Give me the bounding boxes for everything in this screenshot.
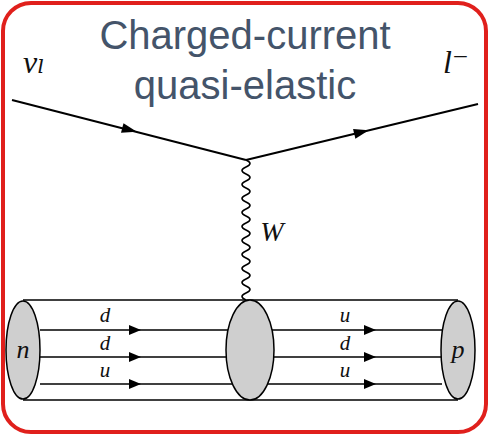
quark-arrow xyxy=(364,325,376,335)
nucleon-tube xyxy=(23,399,250,401)
quark-arrow xyxy=(129,325,141,335)
neutrino-line xyxy=(12,100,246,160)
quark-label: d xyxy=(100,333,111,354)
quark-line xyxy=(268,383,442,385)
quark-arrow xyxy=(364,352,376,362)
interaction-blob xyxy=(226,300,274,400)
quark-label: d xyxy=(340,333,351,354)
w-boson-wave xyxy=(242,160,250,300)
nucleon-tube xyxy=(250,299,458,301)
particle-symbol: p xyxy=(440,300,476,400)
quark-arrow xyxy=(129,352,141,362)
particle-label: νₗ xyxy=(23,46,45,78)
quark-label: u xyxy=(100,360,111,381)
quark-line xyxy=(268,356,442,358)
proton-end: p xyxy=(440,300,476,400)
quark-label: u xyxy=(340,305,351,326)
quark-arrow xyxy=(129,379,141,389)
quark-label: u xyxy=(340,360,351,381)
boson-label: W xyxy=(260,218,283,246)
fermion-arrow xyxy=(353,125,370,138)
particle-label: l⁻ xyxy=(443,46,469,78)
nucleon-tube xyxy=(250,399,458,401)
diagram-title: Charged-current quasi-elastic xyxy=(75,10,415,110)
particle-symbol: n xyxy=(5,300,41,400)
quark-label: d xyxy=(100,305,111,326)
lepton-line xyxy=(246,104,478,160)
frame-border xyxy=(3,3,486,432)
fermion-arrow xyxy=(121,123,138,136)
quark-line xyxy=(268,329,442,331)
nucleon-tube xyxy=(23,299,250,301)
neutron-end: n xyxy=(5,300,41,400)
quark-arrow xyxy=(364,379,376,389)
